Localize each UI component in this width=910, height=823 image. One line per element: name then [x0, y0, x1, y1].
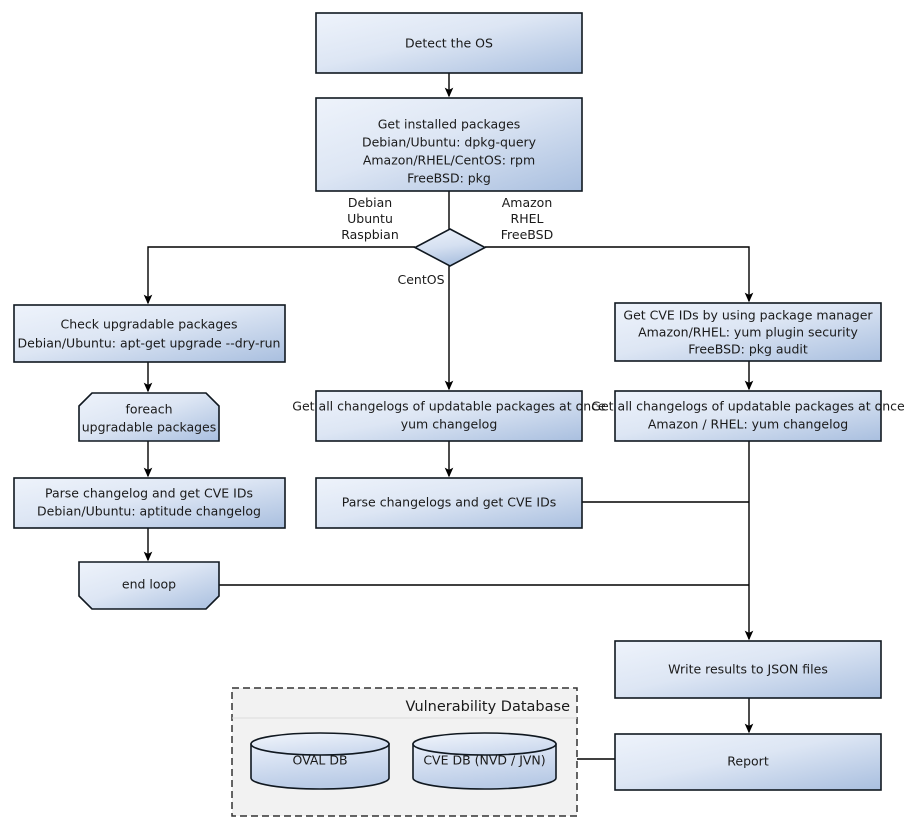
- parse-changelogs-centos-box[interactable]: [315, 477, 583, 529]
- node-parse-changelogs-centos[interactable]: Parse changelogs and get CVE IDs: [315, 477, 583, 529]
- get-installed-packages-line-4: FreeBSD: pkg: [407, 171, 491, 186]
- report-label: Report: [727, 754, 769, 769]
- edge-label-centos-line-1: CentOS: [397, 272, 444, 287]
- end-loop-label: end loop: [122, 577, 176, 592]
- detect-os-label: Detect the OS: [405, 36, 493, 51]
- edge-label-amazon-line-2: RHEL: [511, 211, 544, 226]
- edge-label-debian-line-1: Debian: [348, 195, 392, 210]
- parse-changelog-debian-box[interactable]: [13, 477, 286, 529]
- check-upgradable-packages-box[interactable]: [13, 304, 286, 363]
- node-get-cve-ids-package-manager[interactable]: Get CVE IDs by using package manager Ama…: [614, 302, 882, 362]
- cve-db-top: [412, 732, 557, 756]
- parse-changelog-debian-line-1: Parse changelog and get CVE IDs: [45, 486, 253, 501]
- detect-os-box[interactable]: [315, 12, 583, 74]
- node-get-changelogs-centos[interactable]: Get all changelogs of updatable packages…: [292, 390, 606, 442]
- parse-changelog-debian-line-2: Debian/Ubuntu: aptitude changelog: [37, 504, 261, 519]
- get-changelogs-amazon-rhel-line-1: Get all changelogs of updatable packages…: [591, 399, 905, 414]
- node-os-decision[interactable]: [413, 228, 487, 267]
- get-changelogs-centos-box[interactable]: [315, 390, 583, 442]
- node-write-results-json[interactable]: Write results to JSON files: [614, 640, 882, 699]
- get-installed-packages-box[interactable]: [315, 97, 583, 192]
- oval-db-label: OVAL DB: [292, 753, 347, 768]
- edges-layer: [143, 73, 754, 760]
- end-loop-shape[interactable]: [78, 561, 220, 610]
- get-changelogs-centos-line-2: yum changelog: [401, 417, 498, 432]
- get-installed-packages-line-1: Get installed packages: [378, 117, 521, 132]
- oval-db-node: OVAL DB: [250, 732, 390, 790]
- edge-decision-left-branch: [143, 246, 415, 305]
- node-detect-os[interactable]: Detect the OS: [315, 12, 583, 74]
- edge-label-centos: CentOS: [397, 272, 444, 287]
- get-cve-ids-line-3: FreeBSD: pkg audit: [688, 342, 808, 357]
- foreach-loop-start-shape[interactable]: [78, 392, 220, 442]
- edge-label-debian-line-3: Raspbian: [341, 227, 399, 242]
- node-parse-changelog-debian[interactable]: Parse changelog and get CVE IDs Debian/U…: [13, 477, 286, 529]
- get-cve-ids-line-2: Amazon/RHEL: yum plugin security: [638, 325, 858, 340]
- get-installed-packages-line-2: Debian/Ubuntu: dpkg-query: [362, 135, 537, 150]
- check-upgradable-packages-line-2: Debian/Ubuntu: apt-get upgrade --dry-run: [18, 336, 281, 351]
- get-changelogs-amazon-rhel-box[interactable]: [614, 390, 882, 442]
- edge-label-debian-line-2: Ubuntu: [347, 211, 393, 226]
- os-decision-diamond[interactable]: [413, 228, 487, 267]
- node-report[interactable]: Report: [614, 733, 882, 791]
- cve-db-label: CVE DB (NVD / JVN): [423, 753, 545, 768]
- foreach-label-line-1: foreach: [125, 402, 172, 417]
- get-installed-packages-line-3: Amazon/RHEL/CentOS: rpm: [363, 153, 535, 168]
- edge-label-debian: Debian Ubuntu Raspbian: [341, 195, 399, 242]
- node-get-installed-packages[interactable]: Get installed packages Debian/Ubuntu: dp…: [315, 97, 583, 192]
- get-changelogs-amazon-rhel-line-2: Amazon / RHEL: yum changelog: [648, 417, 848, 432]
- node-foreach-upgradable-packages[interactable]: foreach upgradable packages: [78, 392, 220, 442]
- node-end-loop[interactable]: end loop: [78, 561, 220, 610]
- oval-db-top: [250, 732, 390, 756]
- get-cve-ids-package-manager-box[interactable]: [614, 302, 882, 362]
- check-upgradable-packages-line-1: Check upgradable packages: [61, 317, 238, 332]
- get-cve-ids-line-1: Get CVE IDs by using package manager: [623, 308, 873, 323]
- parse-changelogs-centos-label: Parse changelogs and get CVE IDs: [342, 495, 556, 510]
- edge-label-amazon-line-3: FreeBSD: [501, 227, 553, 242]
- cve-db-node: CVE DB (NVD / JVN): [412, 732, 557, 790]
- get-changelogs-centos-line-1: Get all changelogs of updatable packages…: [292, 399, 606, 414]
- node-check-upgradable-packages[interactable]: Check upgradable packages Debian/Ubuntu:…: [13, 304, 286, 363]
- oval-db-body: [250, 743, 390, 790]
- vulnerability-database-title: Vulnerability Database: [406, 699, 571, 715]
- node-get-changelogs-amazon-rhel[interactable]: Get all changelogs of updatable packages…: [591, 390, 905, 442]
- write-results-json-label: Write results to JSON files: [668, 662, 828, 677]
- edge-decision-right-branch: [485, 246, 754, 303]
- write-results-json-box[interactable]: [614, 640, 882, 699]
- report-box[interactable]: [614, 733, 882, 791]
- vulnerability-database-group: Vulnerability Database OVAL DB CVE DB (N…: [231, 687, 578, 817]
- edge-label-amazon: Amazon RHEL FreeBSD: [501, 195, 553, 242]
- cve-db-body: [412, 743, 557, 790]
- edge-label-amazon-line-1: Amazon: [502, 195, 553, 210]
- foreach-label-line-2: upgradable packages: [82, 420, 217, 435]
